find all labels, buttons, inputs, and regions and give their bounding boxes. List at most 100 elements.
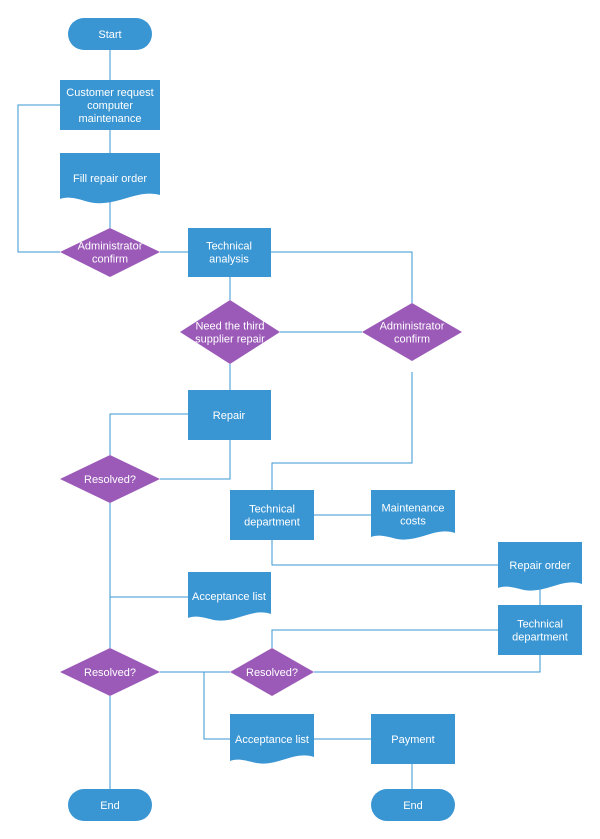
edge-request-loop bbox=[17, 104, 60, 253]
acceptance-list-2-label: Acceptance list bbox=[235, 734, 309, 746]
repair-shape bbox=[188, 390, 271, 440]
connectors bbox=[17, 50, 541, 789]
resolved-1-shape bbox=[60, 455, 160, 503]
payment-label-line: Payment bbox=[391, 734, 434, 746]
fill-repair-order-document: Fill repair order bbox=[60, 153, 160, 204]
resolved-2-label: Resolved? bbox=[84, 667, 136, 679]
need-third-supplier-shape bbox=[180, 300, 280, 364]
payment-label: Payment bbox=[391, 734, 434, 746]
edge-techdept2-resolved3 bbox=[271, 629, 498, 648]
end-1-shape bbox=[68, 789, 152, 821]
payment-shape bbox=[371, 714, 455, 764]
customer-request-label-line: maintenance bbox=[79, 113, 142, 125]
technical-analysis-label-line: Technical bbox=[206, 241, 252, 253]
repair-process: Repair bbox=[188, 390, 271, 440]
acceptance-list-1-shape bbox=[188, 572, 271, 621]
resolved-2-shape bbox=[60, 648, 160, 696]
admin-confirm-2-label-line: Administrator bbox=[380, 321, 445, 333]
customer-request-label-line: Customer request bbox=[66, 87, 153, 99]
edge-techdept-repairorder bbox=[271, 540, 498, 566]
start-terminal: Start bbox=[68, 18, 152, 50]
admin-confirm-2-shape bbox=[362, 303, 462, 361]
maintenance-costs-label-line: Maintenance bbox=[382, 503, 445, 515]
need-third-supplier-label-line: Need the third bbox=[195, 321, 264, 333]
technical-department-1-shape bbox=[230, 490, 314, 540]
resolved-3-shape bbox=[230, 648, 314, 696]
technical-department-1-label-line: department bbox=[244, 517, 300, 529]
resolved-1-label-line: Resolved? bbox=[84, 474, 136, 486]
acceptance-list-1-document: Acceptance list bbox=[188, 572, 271, 621]
fill-repair-order-shape bbox=[60, 153, 160, 204]
end-2-label-line: End bbox=[403, 800, 423, 812]
technical-department-2-label-line: department bbox=[512, 632, 568, 644]
repair-order-document: Repair order bbox=[498, 542, 582, 591]
acceptance-list-1-label-line: Acceptance list bbox=[192, 591, 266, 603]
repair-label: Repair bbox=[213, 410, 246, 422]
need-third-supplier-label-line: supplier repair bbox=[195, 334, 265, 346]
edge-techdept2-resolved3-b bbox=[314, 655, 541, 673]
repair-order-label-line: Repair order bbox=[509, 560, 570, 572]
payment-process: Payment bbox=[371, 714, 455, 764]
start-label: Start bbox=[98, 29, 121, 41]
repair-label-line: Repair bbox=[213, 410, 246, 422]
end-2-terminal: End bbox=[371, 789, 455, 821]
maintenance-costs-label-line: costs bbox=[400, 516, 426, 528]
end-1-label: End bbox=[100, 800, 120, 812]
resolved-3-decision: Resolved? bbox=[230, 648, 314, 696]
admin-confirm-1-label-line: confirm bbox=[92, 254, 128, 266]
edge-admin2-techdept bbox=[271, 372, 413, 490]
resolved-2-label-line: Resolved? bbox=[84, 667, 136, 679]
admin-confirm-2-label-line: confirm bbox=[394, 334, 430, 346]
end-2-shape bbox=[371, 789, 455, 821]
resolved-2-decision: Resolved? bbox=[60, 648, 160, 696]
repair-order-shape bbox=[498, 542, 582, 591]
admin-confirm-1-label-line: Administrator bbox=[78, 241, 143, 253]
start-label-line: Start bbox=[98, 29, 121, 41]
resolved-1-label: Resolved? bbox=[84, 474, 136, 486]
edge-repair-feedback bbox=[160, 440, 231, 480]
edge-analysis-admin2 bbox=[271, 251, 413, 303]
fill-repair-order-label-line: Fill repair order bbox=[73, 173, 147, 185]
fill-repair-order-label: Fill repair order bbox=[73, 173, 147, 185]
acceptance-list-1-label: Acceptance list bbox=[192, 591, 266, 603]
technical-department-2-shape bbox=[498, 605, 582, 655]
resolved-3-label-line: Resolved? bbox=[246, 667, 298, 679]
technical-analysis-label-line: analysis bbox=[209, 254, 249, 266]
technical-department-1-label-line: Technical bbox=[249, 504, 295, 516]
edge-to-acceptance2 bbox=[203, 672, 230, 740]
resolved-3-label: Resolved? bbox=[246, 667, 298, 679]
repair-order-label: Repair order bbox=[509, 560, 570, 572]
end-2-label: End bbox=[403, 800, 423, 812]
start-shape bbox=[68, 18, 152, 50]
admin-confirm-1-shape bbox=[60, 228, 160, 277]
customer-request-shape bbox=[60, 80, 160, 130]
acceptance-list-2-shape bbox=[230, 714, 314, 764]
end-1-terminal: End bbox=[68, 789, 152, 821]
edge-repair-resolved1 bbox=[109, 413, 188, 455]
customer-request-label-line: computer bbox=[87, 100, 133, 112]
resolved-1-decision: Resolved? bbox=[60, 455, 160, 503]
technical-department-2-label-line: Technical bbox=[517, 619, 563, 631]
technical-analysis-shape bbox=[188, 228, 271, 277]
maintenance-costs-shape bbox=[371, 490, 455, 540]
acceptance-list-2-label-line: Acceptance list bbox=[235, 734, 309, 746]
